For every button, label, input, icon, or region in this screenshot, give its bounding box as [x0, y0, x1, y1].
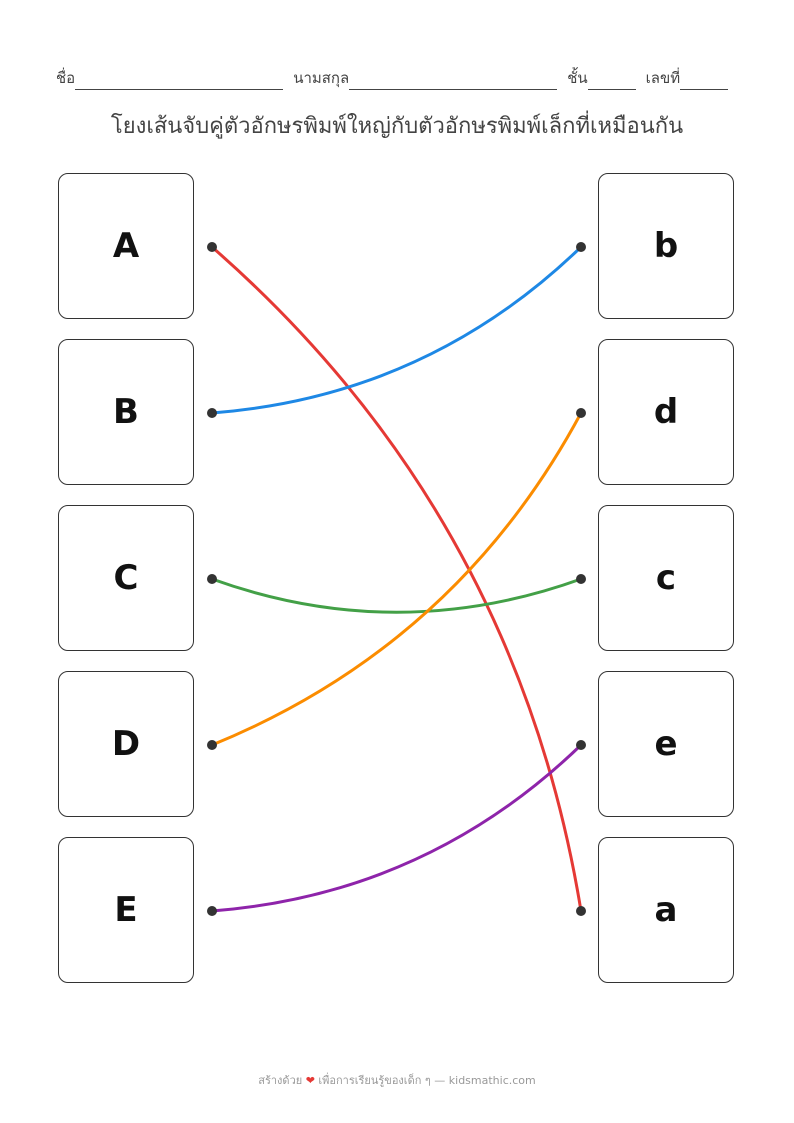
- connection-dot[interactable]: [207, 408, 217, 418]
- left-letter-box[interactable]: E: [58, 837, 194, 983]
- right-letter-box[interactable]: d: [598, 339, 734, 485]
- connection-dot[interactable]: [576, 408, 586, 418]
- connection-dot[interactable]: [576, 906, 586, 916]
- surname-field[interactable]: [349, 73, 558, 90]
- student-info-header: ชื่อ นามสกุล ชั้น เลขที่: [56, 66, 748, 90]
- number-label: เลขที่: [645, 69, 681, 87]
- right-letter-box[interactable]: c: [598, 505, 734, 651]
- connection-dot[interactable]: [207, 906, 217, 916]
- name-label: ชื่อ: [56, 69, 76, 87]
- right-letter-box[interactable]: e: [598, 671, 734, 817]
- left-letter-box[interactable]: A: [58, 173, 194, 319]
- footer-suffix: เพื่อการเรียนรู้ของเด็ก ๆ — kidsmathic.c…: [318, 1074, 536, 1087]
- footer: สร้างด้วย ❤ เพื่อการเรียนรู้ของเด็ก ๆ — …: [0, 1071, 794, 1089]
- instruction-title: โยงเส้นจับคู่ตัวอักษรพิมพ์ใหญ่กับตัวอักษ…: [110, 114, 684, 139]
- connection-line: [211, 245, 583, 415]
- connection-dot[interactable]: [576, 574, 586, 584]
- connection-line: [211, 743, 583, 913]
- class-field[interactable]: [587, 73, 636, 90]
- connection-dot[interactable]: [576, 242, 586, 252]
- class-label: ชั้น: [567, 69, 588, 87]
- left-letter-box[interactable]: D: [58, 671, 194, 817]
- left-letter-box[interactable]: B: [58, 339, 194, 485]
- surname-label: นามสกุล: [293, 69, 350, 87]
- connection-dot[interactable]: [207, 242, 217, 252]
- right-letter-box[interactable]: b: [598, 173, 734, 319]
- heart-icon: ❤: [305, 1074, 315, 1087]
- number-field[interactable]: [680, 73, 729, 90]
- connection-line: [211, 577, 582, 614]
- name-field[interactable]: [75, 73, 284, 90]
- left-letter-box[interactable]: C: [58, 505, 194, 651]
- right-letter-box[interactable]: a: [598, 837, 734, 983]
- connection-dot[interactable]: [576, 740, 586, 750]
- connection-dot[interactable]: [207, 740, 217, 750]
- connection-dot[interactable]: [207, 574, 217, 584]
- footer-prefix: สร้างด้วย: [258, 1074, 303, 1087]
- connection-line: [211, 245, 583, 912]
- connection-line: [211, 412, 583, 747]
